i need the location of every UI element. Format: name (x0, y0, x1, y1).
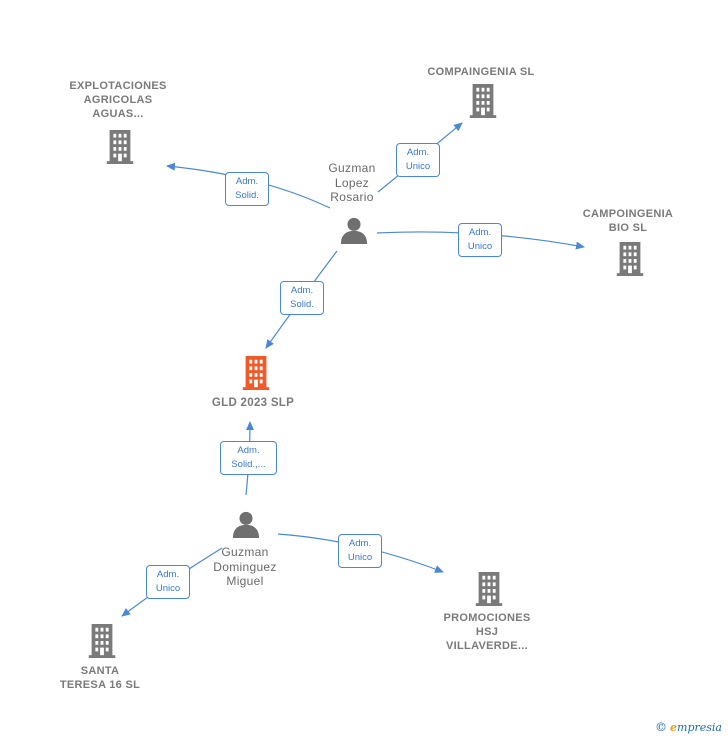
building-icon[interactable] (242, 356, 270, 390)
building-icon[interactable] (469, 84, 497, 118)
brand-logo[interactable]: ©empresia (655, 720, 722, 734)
company-label-promociones[interactable]: PROMOCIONES HSJ VILLAVERDE... (443, 612, 531, 652)
relation-label[interactable]: Adm. Unico (396, 143, 440, 177)
company-label-explotaciones[interactable]: EXPLOTACIONES AGRICOLAS AGUAS... (69, 80, 167, 120)
relation-label[interactable]: Adm. Solid. (280, 281, 324, 315)
company-label-santa-teresa[interactable]: SANTA TERESA 16 SL (59, 665, 141, 691)
building-icon[interactable] (616, 242, 644, 276)
building-icon[interactable] (88, 624, 116, 658)
relation-label[interactable]: Adm. Solid. (225, 172, 269, 206)
center-company-label[interactable]: GLD 2023 SLP (211, 397, 295, 409)
person-label-guzman-lopez[interactable]: Guzman Lopez Rosario (328, 161, 376, 204)
person-icon[interactable] (232, 511, 260, 538)
building-icon[interactable] (106, 130, 134, 164)
company-label-campoingenia[interactable]: CAMPOINGENIA BIO SL (582, 208, 674, 234)
relation-label[interactable]: Adm. Unico (458, 223, 502, 257)
person-icon[interactable] (340, 217, 368, 244)
copyright-icon: © (655, 720, 668, 734)
person-label-guzman-dominguez[interactable]: Guzman Dominguez Miguel (213, 545, 277, 588)
company-label-compaingenia[interactable]: COMPAINGENIA SL (427, 66, 535, 78)
relation-label[interactable]: Adm. Solid.,... (220, 441, 277, 475)
relation-label[interactable]: Adm. Unico (146, 565, 190, 599)
building-icon[interactable] (475, 572, 503, 606)
relation-label[interactable]: Adm. Unico (338, 534, 382, 568)
